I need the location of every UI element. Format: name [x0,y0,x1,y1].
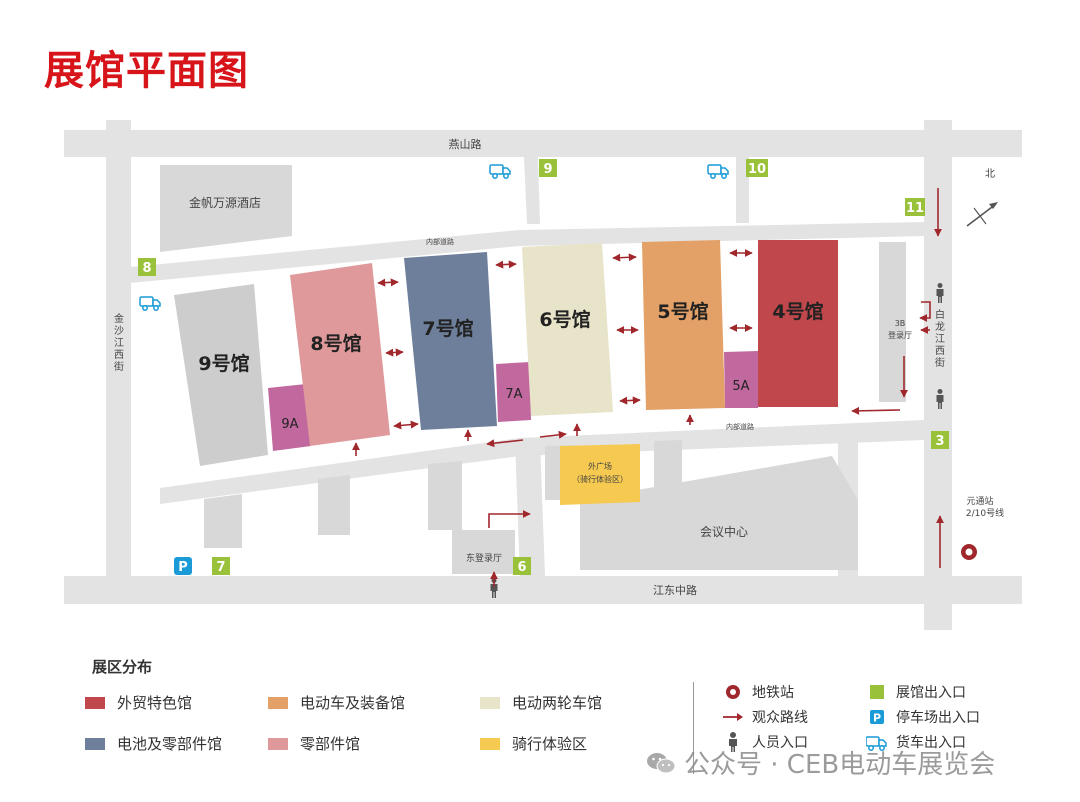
road-jinshajiang [106,120,131,600]
east-registration-label: 东登录厅 [466,552,502,564]
parking-entrance[interactable] [174,557,192,575]
hall-9a-label: 9A [281,417,298,432]
hall-5a-label: 5A [732,379,749,394]
route-arrow-icon [722,712,744,722]
gate-3[interactable] [931,431,949,449]
reg-3b-label-2: 登录厅 [888,330,912,340]
metro-icon [722,684,744,700]
legend-item-parts: 零部件馆 [268,733,360,754]
truck-icon [707,164,729,179]
legend-divider [693,682,694,774]
legend-swatch [85,737,105,750]
road-right-label: 白龙江西街 [935,308,945,369]
gate-11-label: 11 [906,201,924,216]
hall-5a[interactable] [724,351,758,408]
truck-icon [489,164,511,179]
inner-road-bottom-label: 内部道路 [726,422,754,431]
legend-item-foreign-trade: 外贸特色馆 [85,692,192,713]
hall-9-label: 9号馆 [198,352,249,375]
road-left-label: 金沙江西街 [114,312,124,373]
legend-symbol-truck: 货车出入口 [866,732,966,752]
legend-item-two-wheeler: 电动两轮车馆 [480,692,602,713]
hall-8-label: 8号馆 [310,332,361,355]
gate-7[interactable] [212,557,230,575]
gate-10-label: 10 [748,162,766,177]
outdoor-plaza[interactable] [560,444,640,505]
gate-8[interactable] [138,258,156,276]
hall-4[interactable] [758,240,838,407]
hall-9[interactable] [174,284,268,466]
legend-symbol-metro: 地铁站 [722,682,794,702]
truck-icon [139,296,161,311]
legend-swatch [480,737,500,750]
hall-5[interactable] [642,240,725,410]
exhibition-halls [174,240,838,505]
watermark: 公众号 · CEB电动车展览会 [646,744,995,781]
page-title: 展馆平面图 [44,48,249,94]
road-jiangdong [64,576,1022,604]
legend-symbol-parking: P 停车场出入口 [866,707,980,727]
hall-7[interactable] [404,252,497,430]
inner-road-top [130,222,924,283]
legend-symbol-person: 人员入口 [722,732,808,752]
gate-11[interactable] [905,198,925,216]
hall-6[interactable] [522,243,613,416]
metro-station-label-1: 元通站 [966,495,993,507]
parking-icon: P [866,710,888,724]
gate-3-label: 3 [935,434,944,449]
north-label: 北 [985,168,995,180]
hall-9a[interactable] [268,384,311,451]
metro-station-label-2: 2/10号线 [966,507,1004,519]
north-arrow-icon [966,202,998,227]
gate-square-icon [866,685,888,699]
metro-icon [961,544,977,560]
conference-label: 会议中心 [700,524,748,539]
background-blocks [160,165,906,574]
road-bottom-label: 江东中路 [653,584,697,597]
gate-6-label: 6 [517,560,526,575]
legend-swatch [268,696,288,709]
legend-title: 展区分布 [92,658,153,676]
person-icon [722,732,744,752]
legend-item-cycling: 骑行体验区 [480,733,587,754]
gate-9[interactable] [539,159,557,177]
road-network [64,120,1022,630]
wechat-icon [647,752,676,773]
hall-7a-label: 7A [505,387,522,402]
svg-text:P: P [873,712,881,725]
legend-item-ev-equipment: 电动车及装备馆 [268,692,405,713]
hall-7a[interactable] [496,362,531,422]
legend-swatch [480,696,500,709]
inner-road-bottom [160,420,924,504]
plaza-label-1: 外广场 [588,461,612,471]
legend-swatch [268,737,288,750]
legend-item-battery-parts: 电池及零部件馆 [85,733,222,754]
gate-10[interactable] [746,159,768,177]
parking-label: P [178,560,188,575]
legend-swatch [85,696,105,709]
hall-5-label: 5号馆 [657,300,708,323]
hotel-label: 金帆万源酒店 [189,195,261,210]
gate-8-label: 8 [142,261,151,276]
visitor-routes [352,188,944,587]
reg-3b-label-1: 3B [895,319,906,328]
inner-road-top-label: 内部道路 [426,237,454,246]
hall-4-label: 4号馆 [772,300,823,323]
gate-6[interactable] [513,557,531,575]
gate-7-label: 7 [216,560,225,575]
vertical-street-names: 金沙江西街 白龙江西街 [114,308,945,373]
legend-symbol-gate: 展馆出入口 [866,682,966,702]
road-yanshan [64,130,1022,157]
legend-symbol-route: 观众路线 [722,707,808,727]
hall-8[interactable] [290,263,390,446]
hall-7-label: 7号馆 [422,317,473,340]
road-top-label: 燕山路 [449,138,482,151]
plaza-label-2: （骑行体验区） [572,474,628,484]
gate-9-label: 9 [543,162,552,177]
hall-6-label: 6号馆 [539,308,590,331]
